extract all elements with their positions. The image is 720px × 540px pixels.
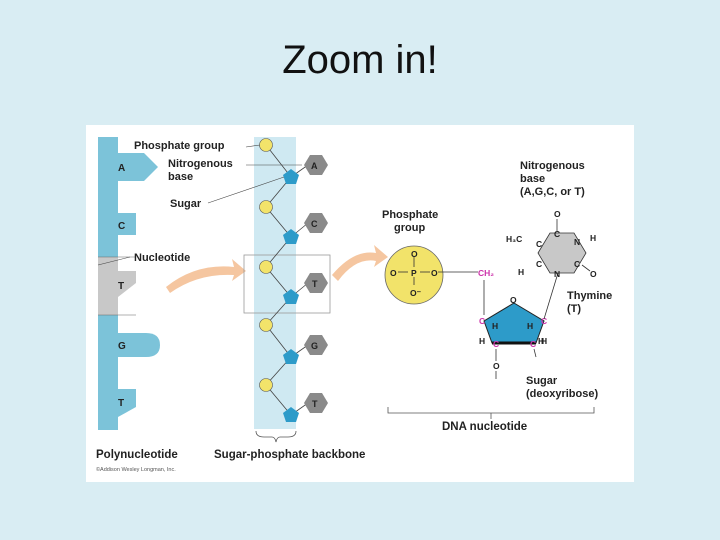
phosphate-circle [259,200,273,214]
sugar-pentagon [283,229,299,244]
zoom-arrow-2 [332,245,388,281]
atom-c: C [479,316,485,326]
atom-o: O [590,269,597,279]
backbone-band [254,137,296,429]
base-hexagon [304,335,328,355]
base-hexagon [304,273,328,293]
thymine-hexagon [537,232,587,274]
atom-o: O [554,209,561,219]
sugar-pentagon [283,407,299,422]
atom-o-minus: O⁻ [410,288,422,298]
base-hexagon [304,155,328,175]
thymine-label-line2: (T) [567,303,581,315]
atom-h: H [479,336,485,346]
nitrogenous-base-right-line2: base [520,173,545,185]
atom-c: C [536,239,542,249]
nucleotide-label: Nucleotide [134,252,190,264]
strand-base-label: G [118,341,126,352]
atom-h: H [538,336,544,346]
atom-o: O [390,268,397,278]
slide-title: Zoom in! [282,38,438,82]
atom-o: O [431,268,438,278]
atom-h: H [541,336,547,346]
nucleotide-brace [387,407,595,414]
nitrogenous-base-label-line2: base [168,171,193,183]
phosphate-group-right-line1: Phosphate [382,209,438,221]
atom-h: H [518,267,524,277]
backbone-base-label: T [312,399,318,409]
strand-segment [98,137,118,257]
polynucleotide-label: Polynucleotide [96,449,178,461]
nucleotide-highlight-box [243,254,331,314]
backbone-base-label: T [312,279,318,289]
backbone-column: A C T G T [243,137,331,443]
atom-o: O [510,295,517,305]
atom-h: H [590,233,596,243]
dna-nucleotide-label: DNA nucleotide [442,421,527,433]
backbone-base-label: C [311,219,318,229]
phosphate-circle [259,260,273,274]
atom-c: C [493,339,499,349]
strand-segment-highlight [98,257,118,315]
nitrogenous-base-right-line3: (A,G,C, or T) [520,186,585,198]
sugar-pentagon [283,169,299,184]
dna-nucleotide-detail: O O P O O⁻ CH₂ O C C C C H H H H O H O C… [384,209,597,419]
atom-n: N [574,237,580,247]
sugar-right-line2: (deoxyribose) [526,388,598,400]
backbone-base-label: A [311,161,318,171]
phosphate-group-right-line2: group [394,222,425,234]
base-hexagon [304,393,328,413]
strand-base-label: T [118,398,124,409]
strand-base-label: A [118,163,125,174]
dna-structure-figure: A C T G T A [86,125,634,482]
strand-base-t2-shape [118,389,136,417]
strand-base-label: T [118,281,124,292]
phosphate-group-label: Phosphate group [134,140,225,152]
backbone-bonds [265,144,292,416]
phosphate-circle [259,318,273,332]
atom-n: N [554,269,560,279]
zoom-arrow-1 [166,259,246,293]
atom-o: O [411,249,418,259]
atom-p: P [411,268,417,278]
atom-h: H [492,321,498,331]
sugar-label: Sugar [170,198,202,210]
strand-base-g-shape [118,333,160,357]
atom-c: C [541,316,547,326]
backbone-base-label: G [311,341,318,351]
atom-c: C [536,259,542,269]
strand-base-t-shape [118,271,136,297]
dna-diagram-svg: A C T G T A [96,137,612,473]
backbone-brace [255,430,297,443]
sugar-right-line1: Sugar [526,375,558,387]
sugar-pentagon [283,349,299,364]
nitrogenous-base-label-line1: Nitrogenous [168,158,233,170]
strand-base-label: C [118,221,125,232]
thymine-label-line1: Thymine [567,290,612,302]
strand-segment [98,315,118,430]
nitrogenous-base-right-line1: Nitrogenous [520,160,585,172]
atom-c: C [574,259,580,269]
atom-o: O [493,361,500,371]
polynucleotide-strand: A C T G T [98,137,160,430]
base-hexagon [304,213,328,233]
atom-c: C [554,229,560,239]
strand-base-c-shape [118,213,136,235]
atom-ch2: CH₂ [478,268,494,278]
atom-h3c: H₃C [506,234,522,244]
phosphate-big-circle [384,245,444,305]
copyright-text: ©Addison Wesley Longman, Inc. [96,466,176,473]
phosphate-circle [259,378,273,392]
atom-c: C [530,339,536,349]
backbone-label: Sugar-phosphate backbone [214,449,365,461]
phosphate-circle [259,138,273,152]
atom-h: H [527,321,533,331]
sugar-pentagon [283,289,299,304]
strand-base-a-shape [118,153,158,181]
